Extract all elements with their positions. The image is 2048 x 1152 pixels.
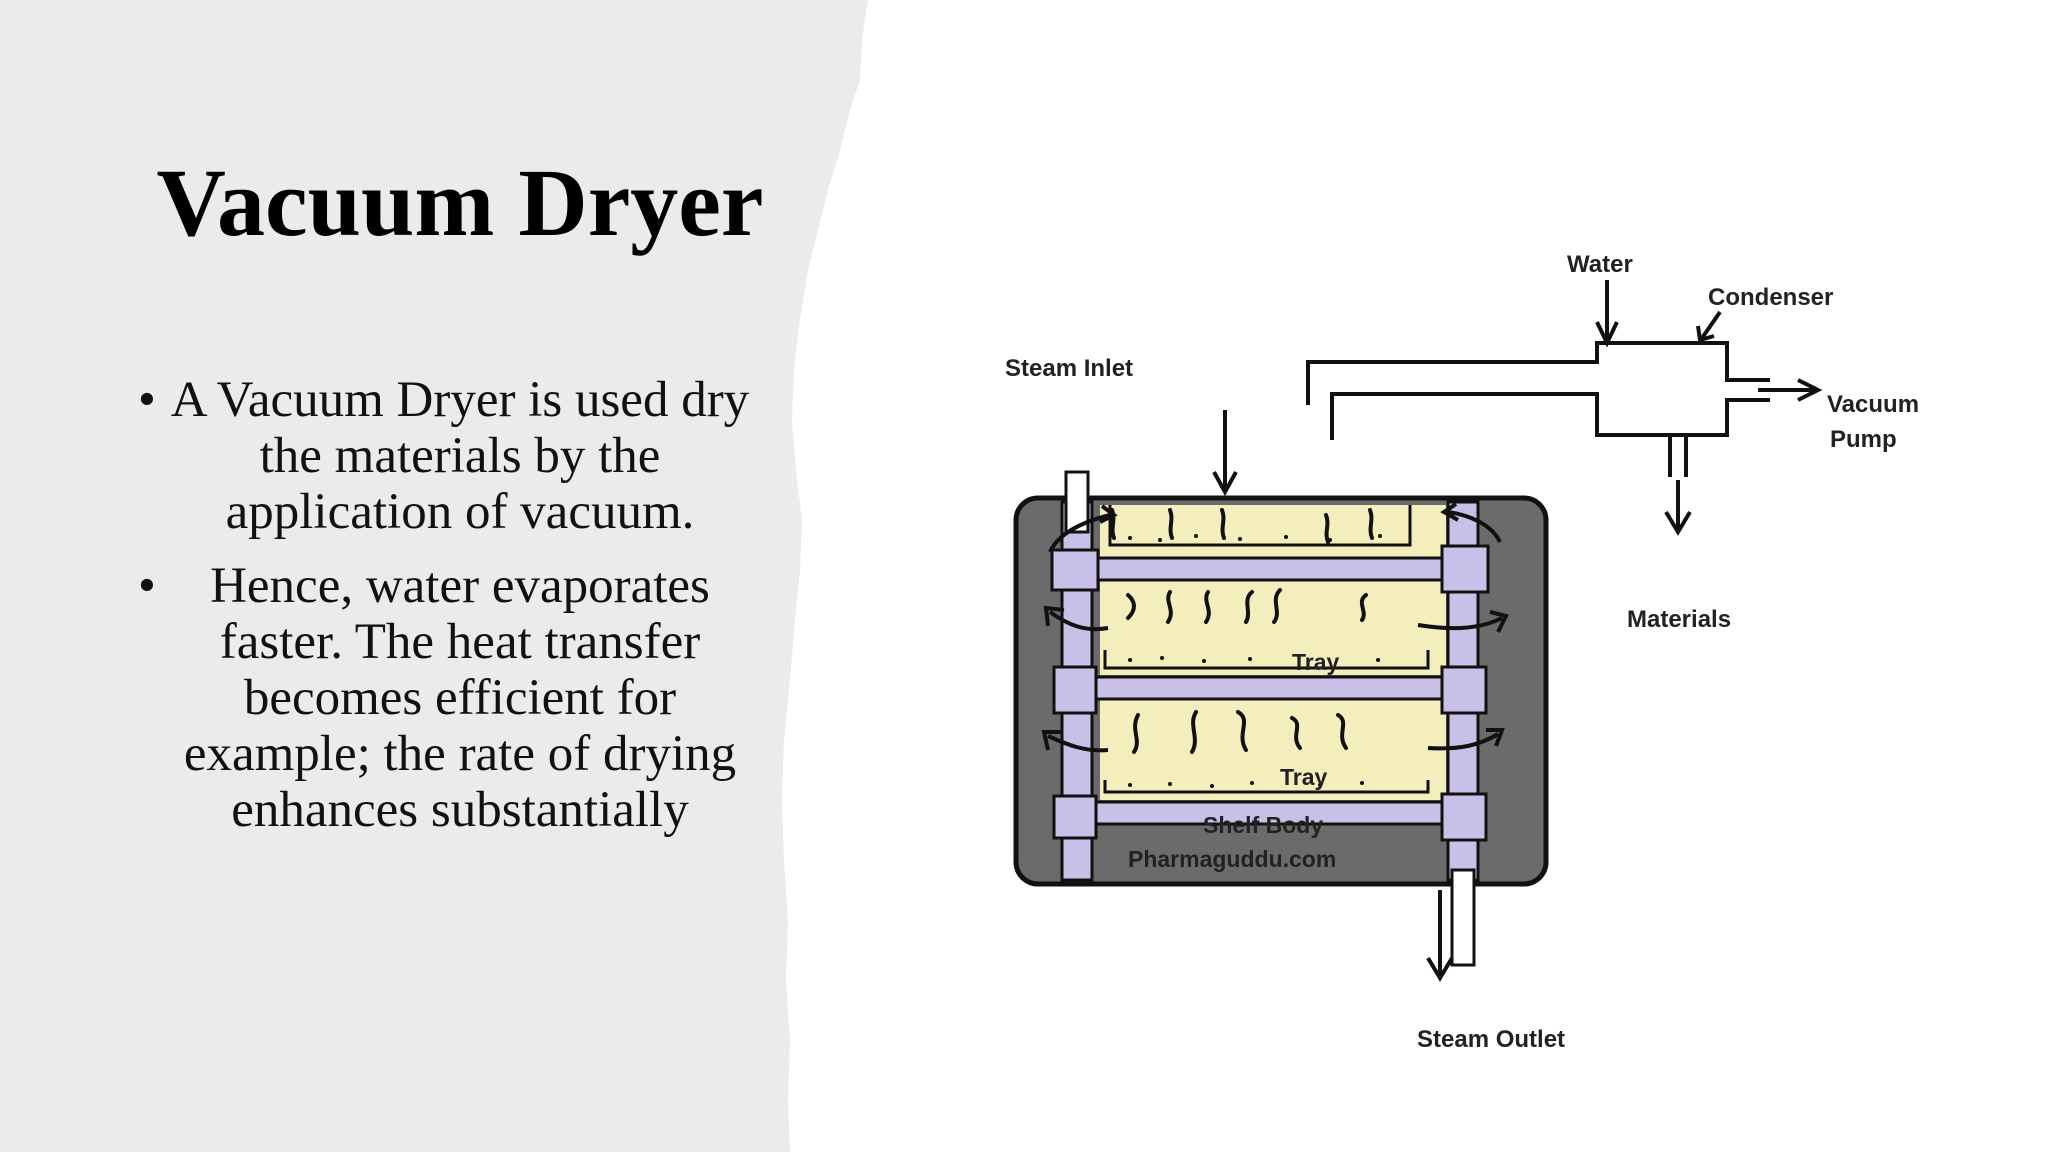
bullet-text: A Vacuum Dryer is used dry the materials… (170, 372, 750, 540)
label-tray-lower: Tray (1280, 764, 1328, 790)
tray-compartment (1100, 700, 1446, 800)
bullet-text: Hence, water evaporates faster. The heat… (183, 558, 737, 838)
shelf-plate (1088, 556, 1467, 582)
label-steam-inlet: Steam Inlet (1005, 355, 1133, 382)
steam-outlet-pipe (1450, 868, 1476, 967)
tray-outlines (1103, 505, 1430, 794)
label-pump: Pump (1830, 426, 1897, 453)
label-vacuum: Vacuum (1827, 391, 1919, 418)
tray-compartment (1100, 580, 1446, 675)
vacuum-dryer-diagram: Water Condenser Steam Inlet Vacuum Pump … (1005, 251, 1919, 1053)
label-steam-outlet: Steam Outlet (1417, 1026, 1565, 1053)
material-particles (1128, 534, 1382, 788)
label-shelf-body: Shelf Body (1203, 812, 1323, 838)
condenser (1306, 341, 1770, 477)
pipe-joints (1050, 544, 1490, 842)
watermark-text: Pharmaguddu.com (1128, 846, 1336, 872)
bullet-marker: • (138, 372, 156, 428)
arrows (1212, 280, 1823, 982)
bullet-marker: • (138, 558, 156, 614)
circulation-arrows (1041, 502, 1509, 753)
bullet-item: • Hence, water evaporates faster. The he… (120, 558, 760, 838)
label-tray-upper: Tray (1292, 649, 1340, 675)
label-condenser: Condenser (1708, 284, 1833, 311)
label-materials: Materials (1627, 606, 1731, 633)
bullet-list: • A Vacuum Dryer is used dry the materia… (120, 372, 760, 856)
slide-title: Vacuum Dryer (156, 149, 764, 256)
label-water: Water (1567, 251, 1633, 278)
tray-compartment (1100, 505, 1446, 557)
bullet-item: • A Vacuum Dryer is used dry the materia… (120, 372, 760, 540)
steam-inlet-pipe (1064, 470, 1090, 534)
shelf-plate (1088, 675, 1467, 701)
vapour-squiggles (1110, 508, 1374, 754)
